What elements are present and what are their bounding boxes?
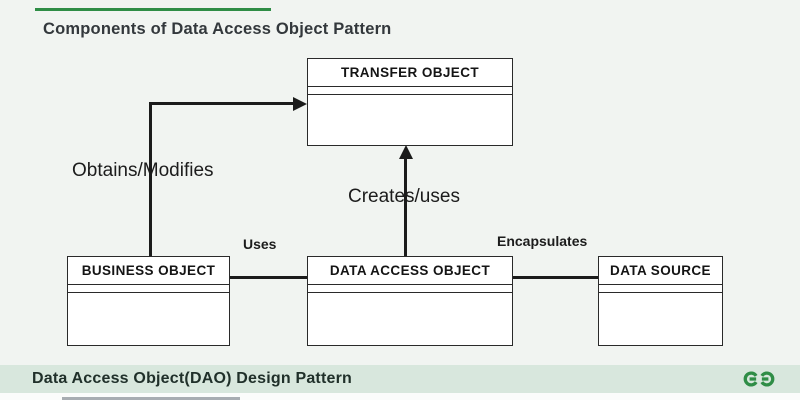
node-business-object-methods-compartment [68,293,229,345]
edge-dao-to-datasource-line [513,276,598,279]
footer-band: Data Access Object(DAO) Design Pattern [0,365,800,393]
bottom-white-strip [0,393,800,400]
node-data-access-object: DATA ACCESS OBJECT [307,256,513,346]
node-transfer-object-title: TRANSFER OBJECT [308,59,512,87]
node-data-source-title: DATA SOURCE [599,257,722,285]
edge-business-to-transfer-vertical-line [149,102,152,256]
node-transfer-object: TRANSFER OBJECT [307,58,513,146]
node-business-object-title: BUSINESS OBJECT [68,257,229,285]
node-transfer-object-methods-compartment [308,95,512,145]
bottom-crop-fragment [62,397,240,400]
node-data-access-object-title: DATA ACCESS OBJECT [308,257,512,285]
node-data-access-object-attributes-compartment [308,285,512,293]
edge-dao-to-transfer-vertical-line [404,158,407,256]
node-data-source: DATA SOURCE [598,256,723,346]
header-accent-line [35,8,271,11]
edge-label-creates-uses: Creates/uses [348,186,460,207]
edge-label-obtains-modifies: Obtains/Modifies [72,160,214,181]
edge-business-to-transfer-horizontal-line [149,102,295,105]
node-business-object-attributes-compartment [68,285,229,293]
footer-title: Data Access Object(DAO) Design Pattern [32,370,352,387]
node-data-source-attributes-compartment [599,285,722,293]
node-transfer-object-attributes-compartment [308,87,512,95]
geeksforgeeks-logo [743,371,775,387]
arrowhead-up-icon [398,145,413,159]
arrowhead-right-icon [293,96,307,111]
node-data-source-methods-compartment [599,293,722,345]
edge-label-uses: Uses [243,236,277,252]
edge-label-encapsulates: Encapsulates [497,233,588,249]
page-title: Components of Data Access Object Pattern [43,20,392,38]
node-data-access-object-methods-compartment [308,293,512,345]
edge-business-to-dao-line [230,276,307,279]
node-business-object: BUSINESS OBJECT [67,256,230,346]
